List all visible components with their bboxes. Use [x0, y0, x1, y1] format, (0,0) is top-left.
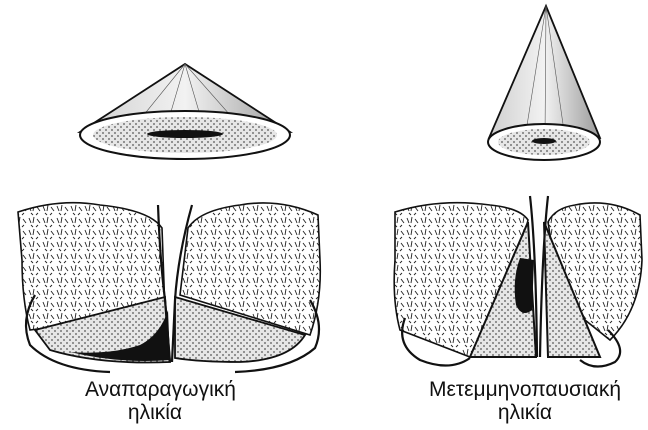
- caption-line-2: ηλικία: [85, 401, 225, 424]
- caption-reproductive-age: Αναπαραγωγική ηλικία: [85, 378, 225, 424]
- wide-cone-specimen: [80, 64, 290, 159]
- caption-line-1: Μετεμμηνοπαυσιακή: [400, 378, 648, 401]
- cervix-section-postmenopausal: [394, 196, 642, 367]
- caption-line-1: Αναπαραγωγική: [85, 378, 225, 401]
- cervix-section-reproductive: [18, 203, 320, 372]
- caption-postmenopausal-age: Μετεμμηνοπαυσιακή ηλικία: [400, 378, 648, 424]
- narrow-cone-specimen: [488, 6, 600, 160]
- caption-line-2: ηλικία: [400, 401, 648, 424]
